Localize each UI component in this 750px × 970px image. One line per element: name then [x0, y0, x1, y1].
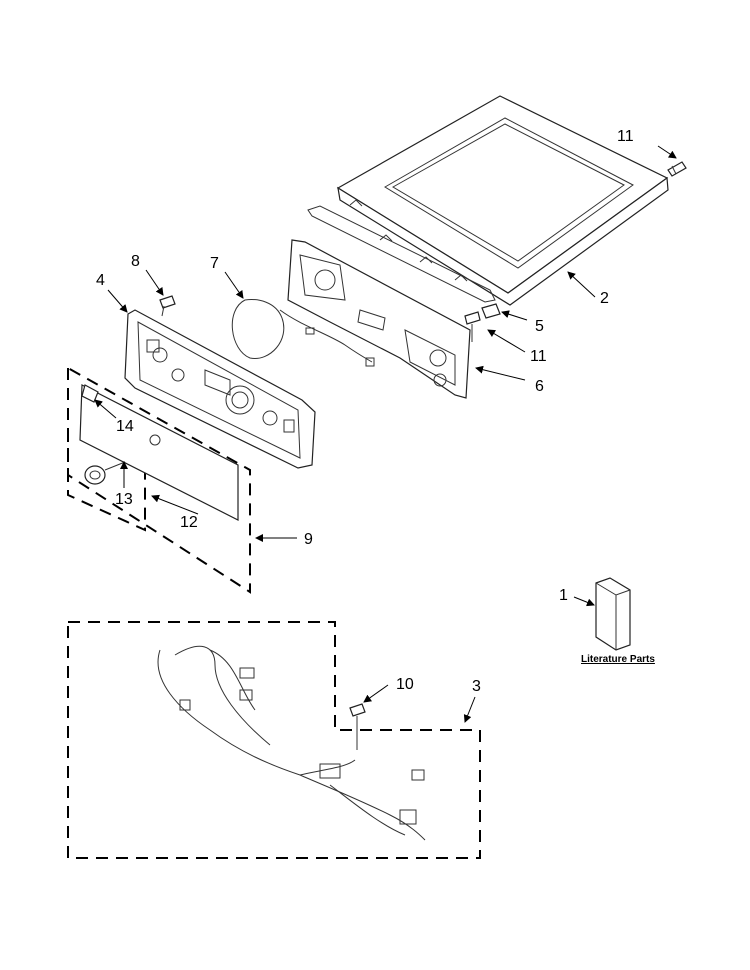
callout-4: 4 [96, 272, 105, 289]
callout-11-mid: 11 [530, 348, 547, 365]
callout-5: 5 [535, 318, 544, 335]
callout-9: 9 [304, 531, 313, 548]
callout-13: 13 [115, 491, 133, 508]
callout-2: 2 [600, 290, 609, 307]
top-panel-part-2[interactable] [336, 95, 669, 306]
knob-part-13[interactable] [84, 461, 126, 485]
callout-3: 3 [472, 678, 481, 695]
harness-box-part-3 [67, 621, 481, 859]
callout-6: 6 [535, 378, 544, 395]
callout-14: 14 [116, 418, 134, 435]
clip-part-5[interactable] [481, 303, 501, 319]
literature-part-1[interactable] [595, 577, 631, 651]
screw-part-10[interactable] [349, 703, 366, 750]
overlay-part-12[interactable] [79, 384, 239, 521]
callout-1: 1 [559, 587, 568, 604]
assembly-box-part-12 [67, 430, 146, 532]
harness-part-3[interactable] [157, 645, 426, 841]
callout-7: 7 [210, 255, 219, 272]
screw-part-11-mid[interactable] [464, 311, 481, 342]
callout-12: 12 [180, 514, 198, 531]
callout-10: 10 [396, 676, 414, 693]
callout-11-top: 11 [617, 128, 634, 145]
callout-labels: 11 2 5 11 6 8 7 4 14 13 12 9 1 10 3 Lite… [96, 128, 655, 695]
literature-label: Literature Parts [581, 654, 655, 665]
light-part-14[interactable] [81, 384, 99, 403]
wire-part-7[interactable] [231, 299, 375, 367]
rail-bracket [307, 199, 496, 303]
console-bracket-part-6[interactable] [287, 239, 471, 399]
callout-8: 8 [131, 253, 140, 270]
control-panel-part-4[interactable] [124, 309, 316, 469]
leader-lines [94, 145, 677, 723]
screw-part-11-top[interactable] [667, 161, 687, 177]
screw-part-8[interactable] [159, 295, 176, 317]
